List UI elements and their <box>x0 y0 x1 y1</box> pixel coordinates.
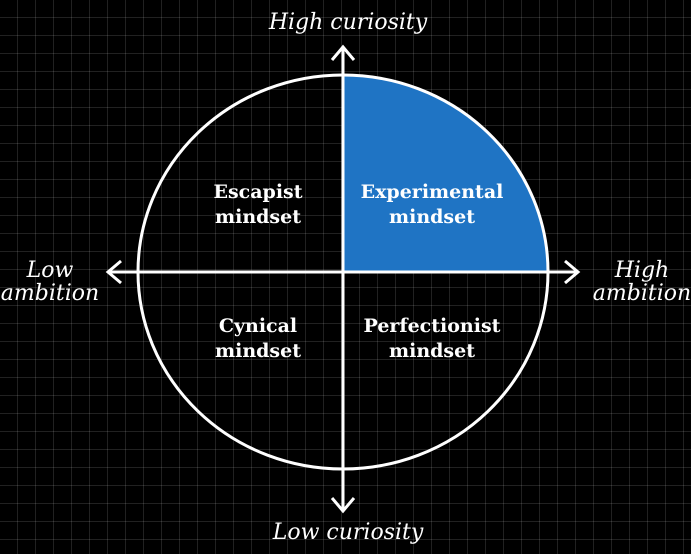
quadrant-bottom-left-label-line1: Cynical <box>219 315 297 337</box>
axis-label-top: High curiosity <box>268 10 428 35</box>
axis-label-left-line2: ambition <box>1 281 99 306</box>
axis-label-left-line1: Low <box>26 258 74 283</box>
axis-label-right-line1: High <box>614 258 669 283</box>
axis-label-right-line2: ambition <box>593 281 691 306</box>
quadrant-bottom-right-label-line1: Perfectionist <box>364 315 501 337</box>
arrow-left-icon <box>105 259 122 285</box>
axis-label-bottom: Low curiosity <box>272 520 424 545</box>
arrow-up-icon <box>330 44 356 61</box>
arrow-down-icon <box>330 497 356 514</box>
arrow-right-icon <box>564 259 581 285</box>
quadrant-top-left-label-line1: Escapist <box>213 181 302 203</box>
quadrant-top-right-label-line2: mindset <box>389 206 475 228</box>
quadrant-top-right-label-line1: Experimental <box>361 181 504 203</box>
quadrant-top-left-label-line2: mindset <box>215 206 301 228</box>
experimental-quadrant-highlight <box>343 75 548 272</box>
quadrant-bottom-left-label-line2: mindset <box>215 340 301 362</box>
quadrant-bottom-right-label-line2: mindset <box>389 340 475 362</box>
